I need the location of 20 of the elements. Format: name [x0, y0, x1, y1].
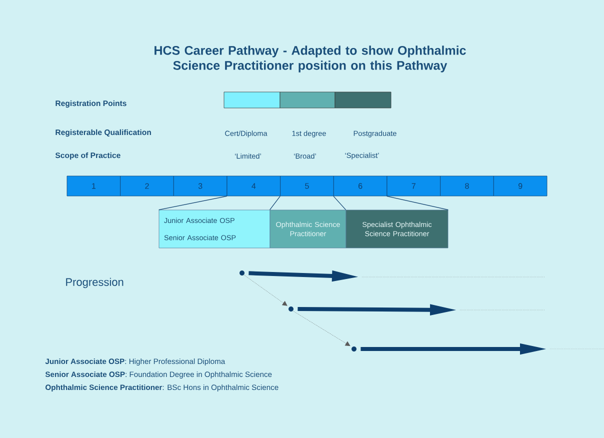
- connector-line: [333, 196, 346, 210]
- band-cell: 1: [66, 176, 121, 196]
- section-heading: Progression: [66, 278, 124, 288]
- band-cell: 6: [333, 176, 388, 196]
- connector-line: [386, 196, 448, 210]
- band-cell: 3: [173, 176, 228, 196]
- band-cell: 9: [493, 176, 548, 196]
- dotted-arrow: [292, 310, 350, 346]
- dotted-arrow: [244, 274, 288, 306]
- registration-bar-segment: [224, 92, 280, 108]
- registration-bar-segment: [280, 92, 336, 108]
- band-cell: 8: [440, 176, 494, 196]
- connector-line: [270, 196, 280, 210]
- title: HCS Career Pathway - Adapted to show Ophthalmic Science Practitioner position on this Pathway: [154, 46, 466, 72]
- band-cell: 2: [120, 176, 174, 196]
- band-cell: 7: [386, 176, 441, 196]
- band-cell: 5: [280, 176, 334, 196]
- registration-bar-segment: [334, 92, 392, 108]
- band-cell: 4: [226, 176, 281, 196]
- connector-line: [158, 196, 228, 210]
